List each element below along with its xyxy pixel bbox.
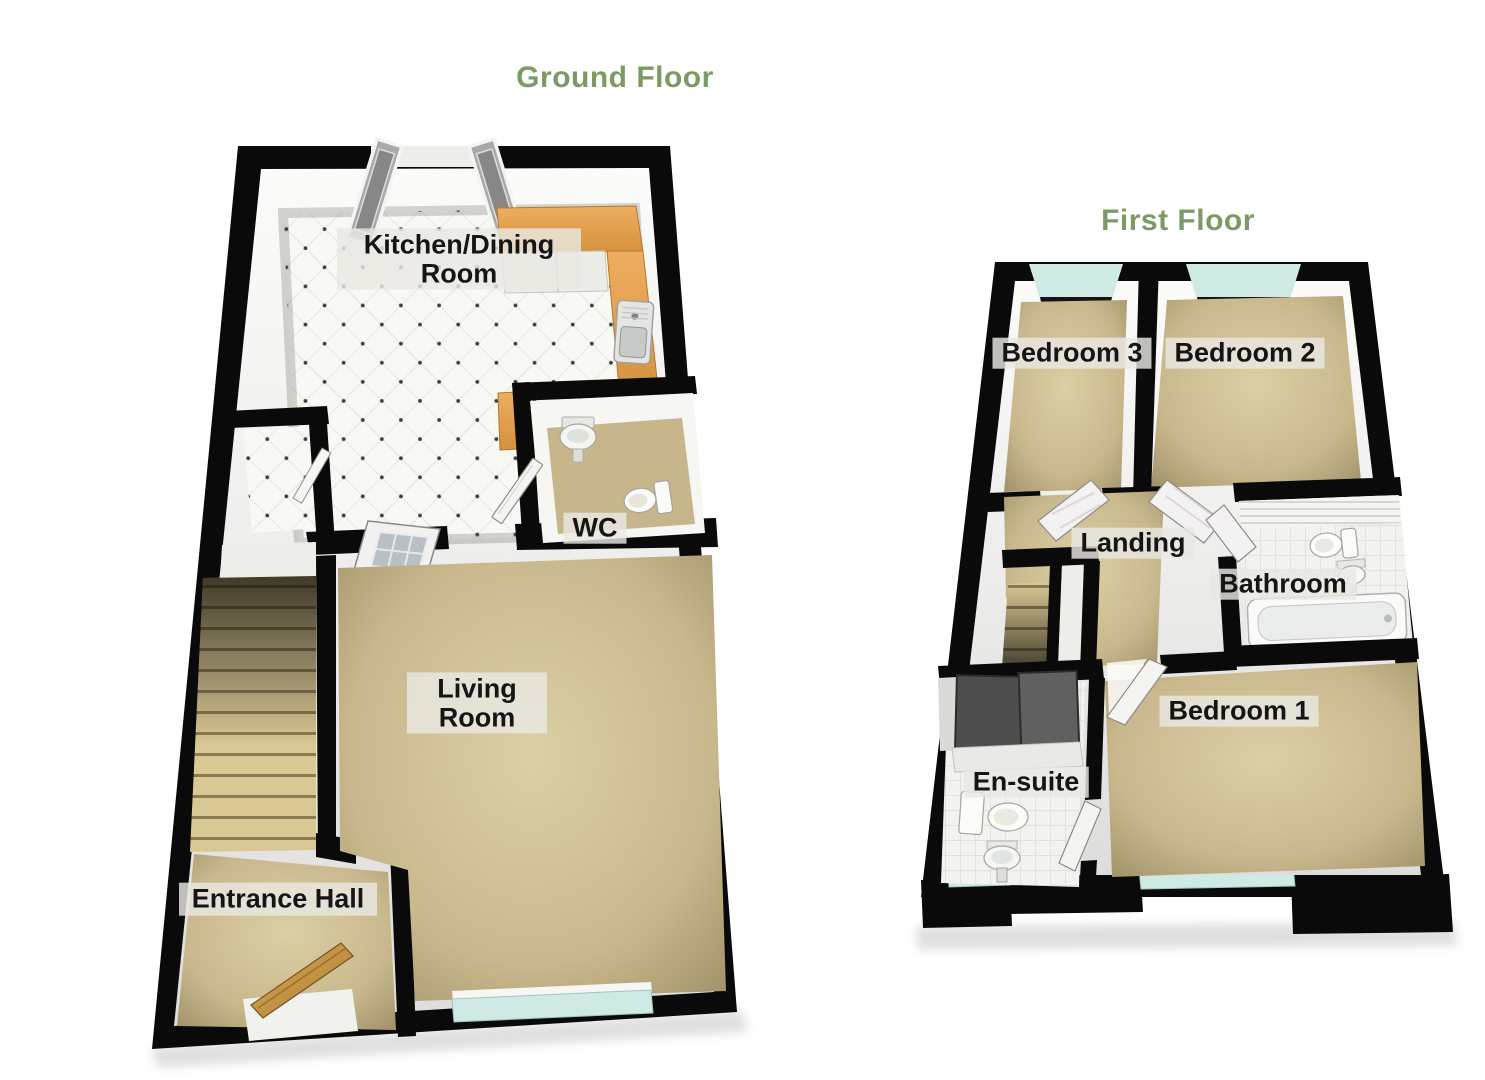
first-floor-title: First Floor: [1101, 204, 1255, 237]
patio-door-opening: [371, 146, 497, 167]
ground-floor-plan: [150, 136, 748, 1068]
ensuite-toilet: [958, 790, 1029, 836]
label-bedroom-2: Bedroom 2: [1165, 337, 1325, 369]
label-bedroom-1: Bedroom 1: [1159, 695, 1319, 727]
bedroom2-door: [1148, 479, 1223, 544]
first-floor-staircase: [1002, 546, 1100, 671]
label-kitchen-dining-room: Kitchen/Dining Room: [337, 228, 581, 290]
kitchen-sink: [613, 299, 655, 365]
shower-cubicle: [938, 669, 1084, 773]
label-bedroom-3: Bedroom 3: [992, 337, 1152, 369]
wc-room: [491, 376, 705, 549]
landing-wall-c: [1233, 477, 1402, 502]
label-entrance-hall: Entrance Hall: [179, 882, 377, 916]
kitchen-cupboard: [227, 406, 335, 545]
wc-basin: [559, 416, 597, 463]
label-living-room: Living Room: [407, 672, 547, 734]
ground-staircase: [190, 542, 336, 854]
landing-cupboard: [1058, 565, 1086, 667]
ground-shadow: [150, 1010, 748, 1068]
ensuite-door: [1058, 800, 1102, 872]
front-door: [250, 942, 354, 1019]
bedroom1-door: [1106, 658, 1168, 726]
landing-bedroom1-wall2: [1160, 651, 1237, 674]
ensuite-basin: [983, 840, 1021, 883]
first-floor-plan: [916, 262, 1458, 950]
label-en-suite: En-suite: [963, 766, 1089, 798]
living-room: [338, 555, 726, 1023]
living-room-window: [451, 982, 654, 1023]
bath-tub: [1246, 592, 1408, 650]
wc-toilet: [623, 480, 674, 515]
bedroom3-door: [1037, 479, 1110, 542]
label-bathroom: Bathroom: [1210, 568, 1356, 600]
bathroom-toilet: [1309, 527, 1359, 559]
french-door-left: [344, 136, 405, 248]
bathroom-door: [1205, 504, 1257, 563]
label-landing: Landing: [1071, 527, 1195, 559]
bedroom1-floor: [1105, 662, 1425, 877]
bedroom3-floor: [1004, 300, 1127, 492]
wc-door: [491, 457, 544, 525]
ground-floor-title: Ground Floor: [516, 61, 714, 94]
cupboard-door: [292, 447, 332, 504]
bathroom: [1205, 495, 1419, 667]
bedrooms-divider-wall: [1133, 264, 1159, 498]
label-wc: WC: [563, 512, 627, 544]
bedroom2-floor: [1151, 296, 1361, 488]
